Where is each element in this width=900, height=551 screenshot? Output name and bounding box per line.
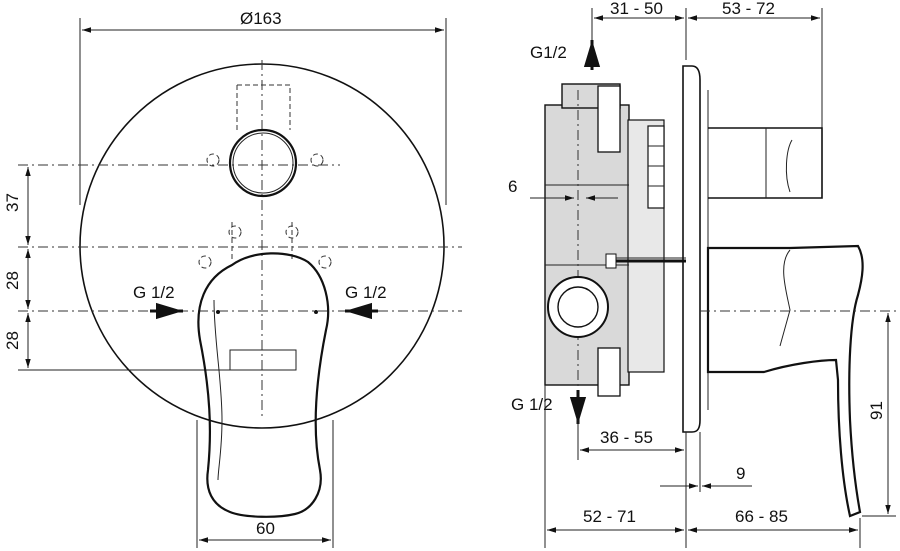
dim-6-label: 6 bbox=[508, 177, 517, 196]
dim-66-85-label: 66 - 85 bbox=[735, 507, 788, 526]
screw-hole-ml bbox=[228, 225, 242, 239]
cartridge-inner bbox=[232, 132, 294, 194]
screw-hole-bl bbox=[198, 255, 212, 269]
dim-9-label: 9 bbox=[736, 464, 745, 483]
dim-28-lower-label: 28 bbox=[3, 331, 22, 350]
outlet-top-label: G1/2 bbox=[530, 43, 567, 62]
hidden-body bbox=[231, 84, 293, 260]
lever-side-curve bbox=[779, 249, 791, 347]
lever-handle bbox=[197, 252, 330, 518]
outlet-bottom-label: G 1/2 bbox=[511, 395, 553, 414]
lever-slot bbox=[229, 349, 297, 371]
lever-dot-left bbox=[216, 310, 220, 314]
dim-28-upper-label: 28 bbox=[3, 271, 22, 290]
cartridge-outer bbox=[228, 128, 298, 198]
screw-hole-mr bbox=[285, 225, 299, 239]
inlet-right-label: G 1/2 bbox=[345, 283, 387, 302]
body-bracket-bottom bbox=[597, 347, 621, 397]
lever-dot-right bbox=[314, 310, 318, 314]
shower-outlet-nub bbox=[785, 139, 793, 193]
body-bracket-top bbox=[597, 85, 621, 153]
front-view: Ø163 37 28 28 G 1/2 G 1/2 bbox=[3, 9, 462, 548]
outlet-pipe-inner bbox=[557, 286, 599, 328]
inlet-left-label: G 1/2 bbox=[133, 283, 175, 302]
shower-outlet bbox=[708, 127, 823, 199]
width-60-label: 60 bbox=[256, 519, 275, 538]
cover-plate-side bbox=[682, 65, 701, 433]
dim-31-50-label: 31 - 50 bbox=[610, 0, 663, 18]
dim-52-71-label: 52 - 71 bbox=[583, 507, 636, 526]
side-view: 31 - 50 53 - 72 G1/2 bbox=[508, 0, 896, 548]
dim-53-72-label: 53 - 72 bbox=[722, 0, 775, 18]
lever-side bbox=[706, 244, 864, 518]
screw-hole-tl bbox=[206, 153, 220, 167]
diameter-label: Ø163 bbox=[240, 9, 282, 28]
dim-37-label: 37 bbox=[3, 193, 22, 212]
screw-hole-tr bbox=[310, 153, 324, 167]
cartridge-nut bbox=[647, 125, 665, 209]
lever-inner-line bbox=[213, 299, 223, 481]
dim-36-55-label: 36 - 55 bbox=[600, 428, 653, 447]
screw-hole-br bbox=[318, 255, 332, 269]
dim-91-label: 91 bbox=[867, 401, 886, 420]
screw-head bbox=[605, 253, 617, 269]
